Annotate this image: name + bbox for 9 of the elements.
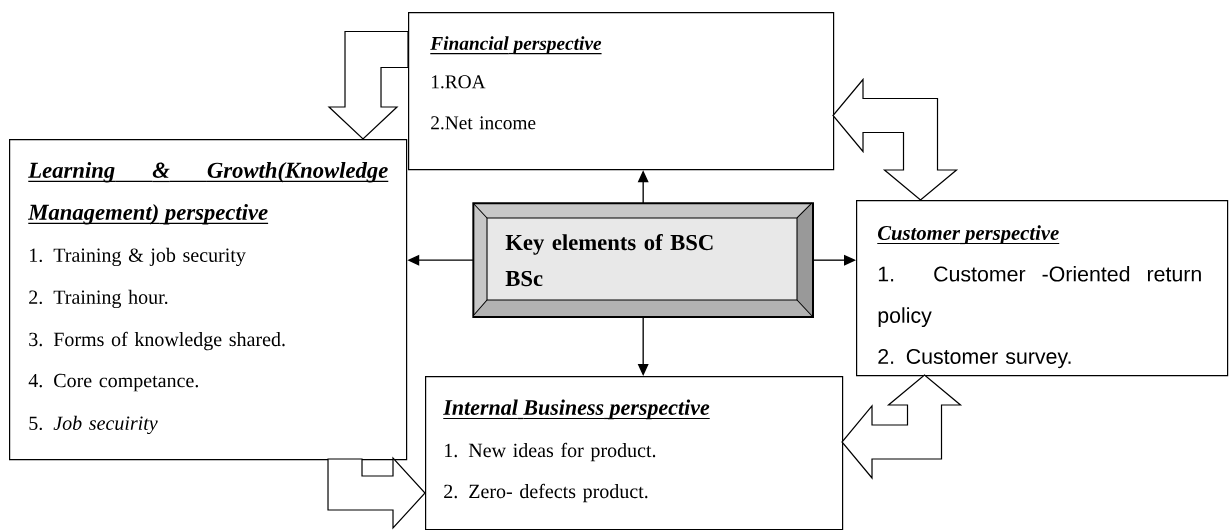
block-arrow	[327, 30, 409, 140]
perspective-box: Internal Business perspective 1. New ideas for product. 2. Zero- defects product.	[425, 376, 844, 530]
block-arrow	[841, 374, 963, 480]
perspective-box: Customer perspective 1. Customer -Oriented return policy 2. Customer survey.	[856, 200, 1229, 377]
perspective-box: Financial perspective 1.ROA 2.Net income	[408, 12, 835, 171]
block-arrow	[327, 456, 426, 530]
perspective-box: Learning & Growth(Knowledge Management) perspective 1. Training & job security 2. Training hour. 3. Forms of knowledge shared. 4. Core competance. 5. Job secuirity	[9, 139, 408, 461]
arrow	[812, 254, 856, 266]
bevel-box: Key elements of BSC BSc	[472, 202, 814, 318]
